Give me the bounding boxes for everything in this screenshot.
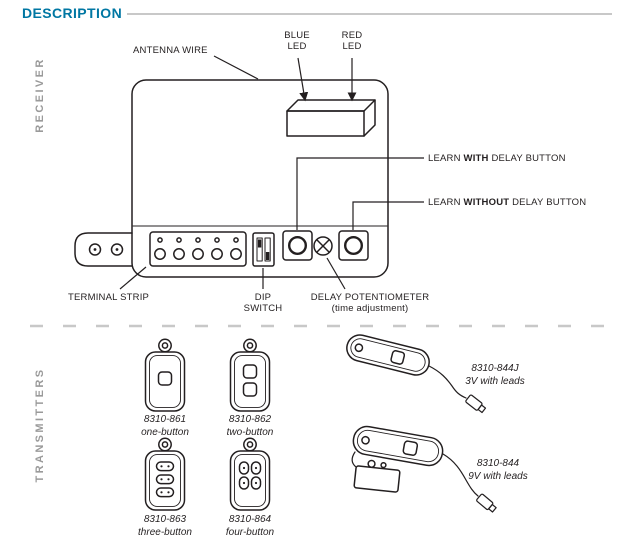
dip-switch-label: DIP SWITCH [238, 292, 288, 314]
page-title: DESCRIPTION [22, 5, 123, 21]
dip-switch [252, 232, 275, 267]
leader-lines [119, 55, 424, 290]
potentiometer-leader [326, 257, 346, 290]
lead-connector-3v [464, 393, 488, 415]
blue-led-arrow [297, 57, 309, 102]
transmitter-illustrations [144, 334, 498, 515]
keyfob-three-model: 8310-863 [143, 514, 187, 525]
receiver-section-label: RECEIVER [34, 57, 46, 133]
keyfob-two-model: 8310-862 [228, 414, 272, 425]
terminal-strip-leader [119, 266, 147, 290]
mounting-flange [74, 232, 133, 267]
lead-wire-3v [428, 365, 467, 399]
learn-with-bold: WITH [463, 153, 489, 164]
transmitter-3v-desc: 3V with leads [465, 376, 525, 387]
keyfob-three-button [144, 437, 186, 511]
learn-with-post: DELAY BUTTON [488, 153, 566, 164]
red-led-label: RED LED [332, 30, 372, 52]
antenna-wire-label: ANTENNA WIRE [133, 45, 208, 56]
learn-without-pre: LEARN [428, 197, 464, 208]
learn-without-bold: WITHOUT [463, 197, 510, 208]
transmitter-3v-model: 8310-844J [471, 363, 519, 374]
blue-led-label-line1: BLUE [284, 30, 310, 41]
battery-9v [353, 459, 401, 493]
delay-potentiometer-label-line2: (time adjustment) [331, 303, 409, 314]
dip-switch-label-line2: SWITCH [243, 303, 283, 314]
terminal-strip [149, 231, 247, 267]
delay-potentiometer-label-line1: DELAY POTENTIOMETER [310, 292, 430, 303]
keyfob-two-button [229, 338, 271, 412]
delay-potentiometer [313, 236, 333, 256]
keyfob-two-desc: two-button [226, 427, 274, 438]
delay-potentiometer-label: DELAY POTENTIOMETER (time adjustment) [303, 292, 437, 314]
blue-led-label: BLUE LED [277, 30, 317, 52]
learn-with-pre: LEARN [428, 153, 464, 164]
keyfob-one-label: 8310-861 one-button [120, 413, 210, 439]
transmitters-section-label: TRANSMITTERS [34, 367, 46, 483]
learn-with-delay-button [282, 230, 313, 261]
antenna-wire-line [213, 55, 259, 80]
learn-without-delay-button [338, 230, 369, 261]
transmitter-9v-desc: 9V with leads [468, 471, 528, 482]
keyfob-one-button [144, 338, 186, 412]
lead-wire-9v [442, 453, 479, 497]
transmitter-9v [352, 425, 444, 467]
learn-with-delay-label: LEARN WITH DELAY BUTTON [428, 153, 566, 164]
battery-wire-9v [351, 451, 357, 468]
learn-with-leader [296, 157, 424, 230]
terminal-strip-label: TERMINAL STRIP [68, 292, 150, 303]
led-window [286, 99, 376, 137]
keyfob-one-model: 8310-861 [143, 414, 187, 425]
dip-switch-label-line1: DIP [254, 292, 272, 303]
keyfob-one-desc: one-button [141, 427, 189, 438]
keyfob-three-label: 8310-863 three-button [120, 513, 210, 539]
transmitter-3v [346, 334, 430, 376]
lead-connector-9v [475, 492, 498, 515]
keyfob-four-desc: four-button [225, 527, 275, 538]
keyfob-two-label: 8310-862 two-button [205, 413, 295, 439]
keyfob-four-label: 8310-864 four-button [205, 513, 295, 539]
receiver-illustration [74, 79, 389, 278]
red-led-label-line1: RED [341, 30, 363, 41]
keyfob-four-button [229, 437, 271, 511]
transmitter-3v-label: 8310-844J 3V with leads [447, 362, 543, 388]
learn-without-post: DELAY BUTTON [509, 197, 587, 208]
keyfob-four-model: 8310-864 [228, 514, 272, 525]
learn-without-leader [352, 201, 424, 230]
red-led-label-line2: LED [342, 41, 362, 52]
keyfob-three-desc: three-button [138, 527, 192, 538]
transmitter-9v-label: 8310-844 9V with leads [450, 457, 546, 483]
transmitter-9v-model: 8310-844 [476, 458, 520, 469]
blue-led-label-line2: LED [287, 41, 307, 52]
learn-without-delay-label: LEARN WITHOUT DELAY BUTTON [428, 197, 586, 208]
